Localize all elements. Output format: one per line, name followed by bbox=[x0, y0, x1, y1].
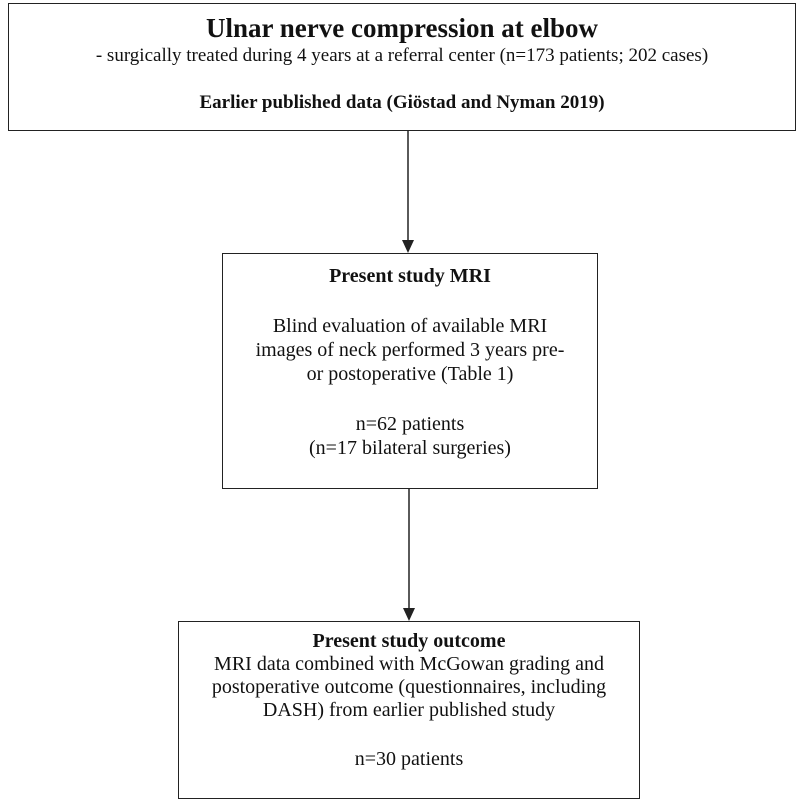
present-study-mri-box: Present study MRI Blind evaluation of av… bbox=[222, 253, 598, 489]
spacer bbox=[223, 386, 597, 412]
mri-patient-count: n=62 patients bbox=[355, 413, 465, 435]
spacer bbox=[179, 722, 639, 748]
outcome-description-line-2: postoperative outcome (questionnaires, i… bbox=[211, 676, 607, 698]
ulnar-nerve-cohort-box: Ulnar nerve compression at elbow - surgi… bbox=[8, 3, 796, 131]
spacer bbox=[223, 288, 597, 314]
mri-description-line-2: images of neck performed 3 years pre- bbox=[255, 339, 565, 361]
cohort-description: - surgically treated during 4 years at a… bbox=[95, 45, 709, 66]
arrow-top-to-mri bbox=[402, 131, 414, 253]
outcome-description-line-3: DASH) from earlier published study bbox=[262, 699, 556, 721]
outcome-box-heading: Present study outcome bbox=[312, 630, 506, 652]
present-study-outcome-box: Present study outcome MRI data combined … bbox=[178, 621, 640, 799]
mri-description-line-3: or postoperative (Table 1) bbox=[306, 363, 514, 385]
mri-bilateral-count: (n=17 bilateral surgeries) bbox=[309, 437, 511, 459]
arrow-mri-to-outcome bbox=[403, 489, 415, 621]
earlier-published-reference: Earlier published data (Giöstad and Nyma… bbox=[199, 92, 605, 113]
outcome-patient-count: n=30 patients bbox=[354, 748, 464, 770]
outcome-description-line-1: MRI data combined with McGowan grading a… bbox=[214, 653, 604, 675]
mri-box-heading: Present study MRI bbox=[329, 265, 491, 287]
flowchart-title: Ulnar nerve compression at elbow bbox=[206, 13, 598, 43]
mri-description-line-1: Blind evaluation of available MRI bbox=[272, 315, 548, 337]
